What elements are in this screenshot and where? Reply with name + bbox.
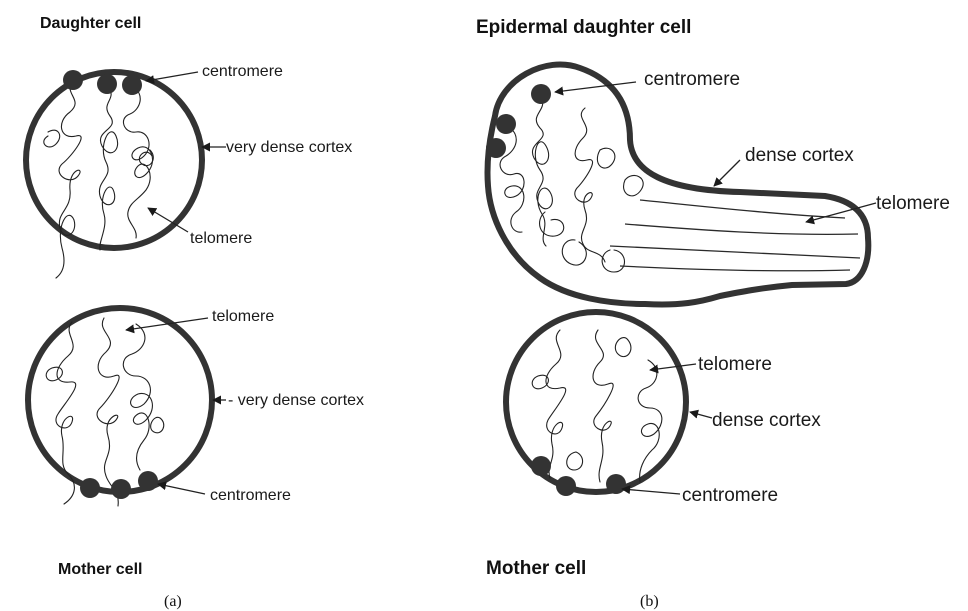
panel-a: Daughter cell centromere very dense cort… bbox=[26, 15, 364, 610]
panel-a-mother-title: Mother cell bbox=[58, 561, 142, 578]
panel-b-mother-centromere-label: centromere bbox=[682, 485, 778, 506]
arrow bbox=[690, 412, 712, 418]
panel-b-daughter-telomere-label: telomere bbox=[876, 193, 950, 214]
arrow bbox=[158, 484, 205, 494]
panel-a-daughter-centromere-dot bbox=[63, 70, 83, 90]
panel-a-mother-centromere-dot bbox=[138, 471, 158, 491]
panel-b: Epidermal daughter cell bbox=[476, 17, 950, 610]
panel-a-daughter-centromere-dot bbox=[122, 75, 142, 95]
panel-a-caption: (a) bbox=[164, 593, 182, 610]
arrow bbox=[714, 160, 740, 186]
panel-b-daughter-centromere-dot bbox=[486, 138, 506, 158]
panel-b-daughter-centromere-label: centromere bbox=[644, 69, 740, 90]
panel-b-daughter-centromere-dot bbox=[496, 114, 516, 134]
panel-b-mother-telomere-label: telomere bbox=[698, 354, 772, 375]
panel-a-mother-cell bbox=[28, 308, 212, 506]
panel-a-mother-cortex-label: - very dense cortex bbox=[228, 392, 364, 409]
arrow bbox=[146, 72, 198, 81]
panel-a-daughter-cortex-ring bbox=[26, 72, 202, 248]
panel-a-daughter-title: Daughter cell bbox=[40, 15, 141, 32]
panel-b-mother-cortex-label: dense cortex bbox=[712, 410, 821, 431]
panel-a-mother-centromere-dot bbox=[111, 479, 131, 499]
panel-a-daughter-centromere-label: centromere bbox=[202, 63, 283, 80]
panel-a-daughter-cortex-label: very dense cortex bbox=[226, 139, 352, 156]
panel-b-caption: (b) bbox=[640, 593, 659, 610]
panel-b-daughter-title: Epidermal daughter cell bbox=[476, 17, 691, 38]
panel-a-daughter-cell bbox=[26, 70, 202, 278]
panel-a-daughter-centromere-dot bbox=[97, 74, 117, 94]
arrow bbox=[622, 489, 680, 494]
panel-a-mother-centromere-label: centromere bbox=[210, 487, 291, 504]
panel-b-mother-title: Mother cell bbox=[486, 558, 586, 579]
panel-b-mother-cell bbox=[506, 312, 686, 496]
panel-b-mother-centromere-dot bbox=[531, 456, 551, 476]
panel-b-daughter-cell bbox=[486, 65, 868, 305]
panel-b-mother-centromere-dot bbox=[606, 474, 626, 494]
panel-a-daughter-telomere-label: telomere bbox=[190, 230, 252, 247]
panel-a-mother-centromere-dot bbox=[80, 478, 100, 498]
panel-b-daughter-cortex-label: dense cortex bbox=[745, 145, 854, 166]
panel-b-mother-centromere-dot bbox=[556, 476, 576, 496]
panel-b-daughter-centromere-dot bbox=[531, 84, 551, 104]
panel-a-mother-cortex-ring bbox=[28, 308, 212, 492]
panel-a-mother-telomere-label: telomere bbox=[212, 308, 274, 325]
